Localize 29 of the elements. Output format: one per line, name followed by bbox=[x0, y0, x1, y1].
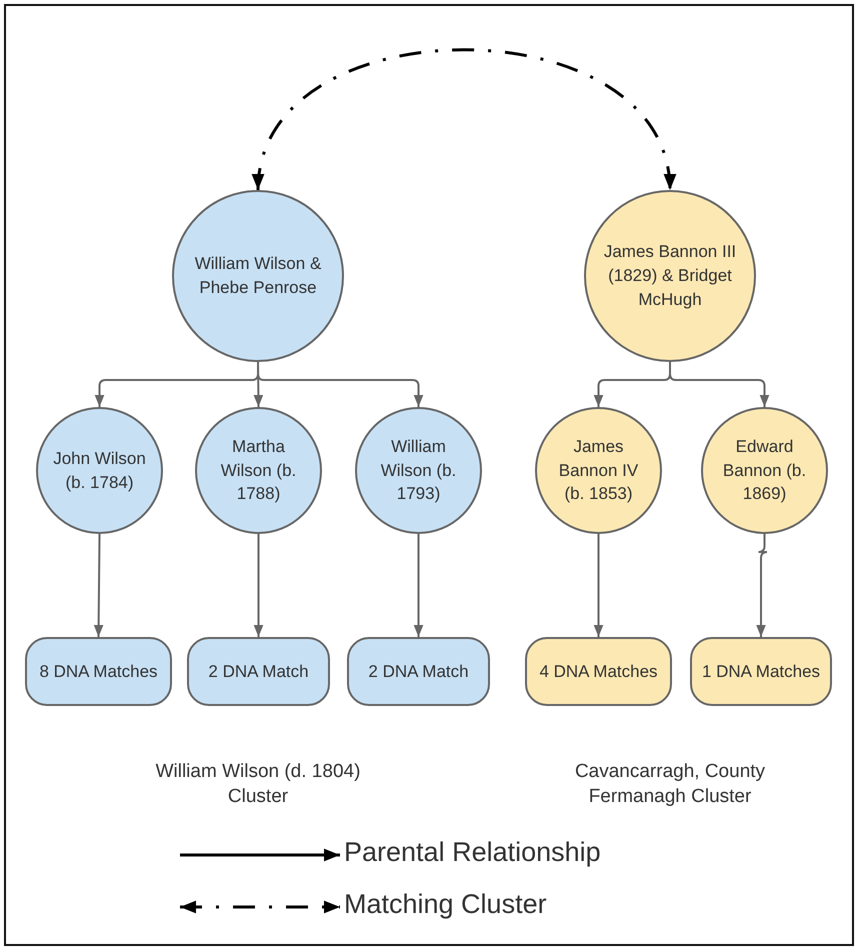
legend-text: Parental Relationship bbox=[344, 837, 601, 868]
match-count-text: 2 DNA Match bbox=[368, 660, 469, 683]
connector-arrow bbox=[669, 362, 770, 407]
person-name-text: Edward Bannon (b. 1869) bbox=[722, 436, 808, 506]
match-count-text: 1 DNA Matches bbox=[702, 660, 820, 683]
person-name-text: James Bannon IV (b. 1853) bbox=[558, 436, 640, 506]
cluster-caption: William Wilson (d. 1804) Cluster bbox=[154, 760, 362, 809]
person-name-text: William Wilson (b. 1793) bbox=[380, 436, 458, 506]
cluster-caption: Cavancarragh, County Fermanagh Cluster bbox=[574, 760, 766, 809]
match-count-box bbox=[525, 637, 672, 706]
match-count-box bbox=[25, 637, 172, 706]
connector-arrow bbox=[257, 362, 424, 407]
person-name-text: James Bannon III (1829) & Bridget McHugh bbox=[602, 241, 738, 311]
connector-arrow bbox=[254, 534, 264, 637]
match-count-text: 4 DNA Matches bbox=[539, 660, 658, 683]
connector-arrow bbox=[94, 534, 104, 638]
match-count-text: 2 DNA Match bbox=[208, 660, 309, 683]
person-name-text: John Wilson (b. 1784) bbox=[52, 448, 147, 494]
connector-arrow bbox=[756, 534, 768, 637]
legend-text: Matching Cluster bbox=[344, 889, 547, 920]
dash-dot-arrow bbox=[254, 48, 674, 190]
person-name-text: Martha Wilson (b. 1788) bbox=[220, 436, 298, 506]
match-count-box bbox=[690, 637, 832, 706]
connector-arrow bbox=[594, 534, 604, 637]
person-name-text: William Wilson & Phebe Penrose bbox=[194, 253, 322, 299]
match-count-text: 8 DNA Matches bbox=[39, 660, 158, 683]
match-count-box bbox=[187, 637, 330, 706]
connector-arrow bbox=[414, 534, 424, 637]
match-count-box bbox=[347, 637, 490, 706]
